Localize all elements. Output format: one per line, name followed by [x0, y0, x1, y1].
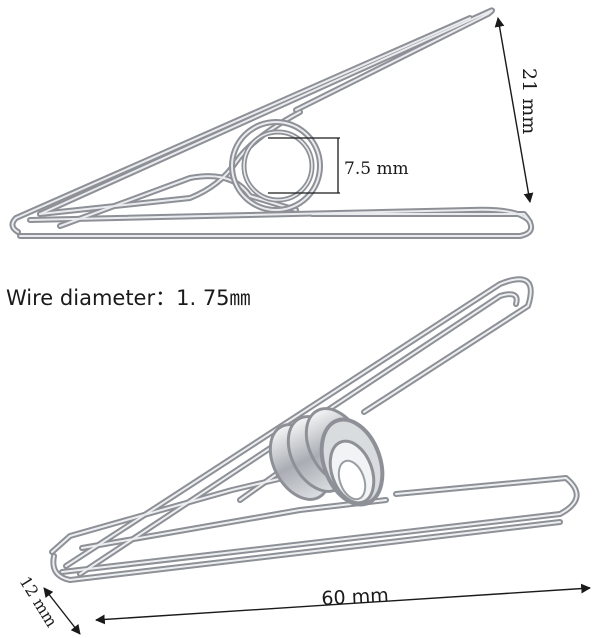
- clip-side-view: [9, 7, 534, 239]
- length-dimension-arrow: [95, 583, 591, 625]
- clip-perspective-view: [49, 276, 580, 583]
- spring-coil-end: [229, 119, 323, 213]
- spring-diameter-label: 7.5 mm: [344, 159, 409, 179]
- spring-coil-side: [268, 407, 385, 507]
- height-label: 21 mm: [518, 68, 540, 135]
- wire-diameter-label: Wire diameter：1. 75㎜: [6, 286, 251, 310]
- length-label: 60 mm: [320, 584, 390, 610]
- spring-dimension-bracket: [268, 137, 340, 194]
- width-dimension-arrow: [43, 587, 81, 635]
- height-dimension-arrow: [494, 17, 534, 203]
